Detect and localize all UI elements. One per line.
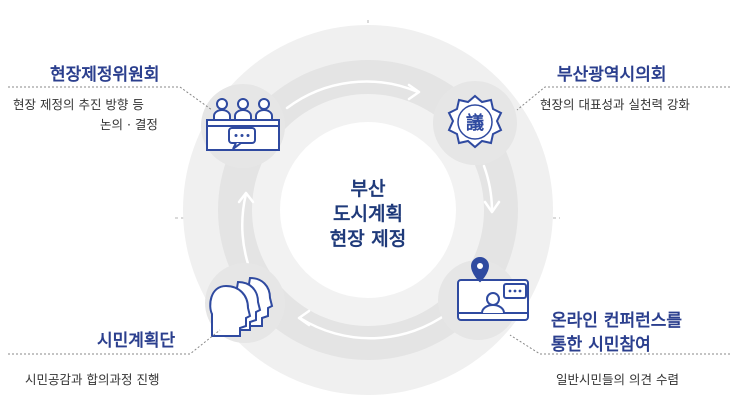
node-desc-city-council: 현장의 대표성과 실천력 강화 [540, 97, 690, 112]
arrowhead-right [483, 200, 501, 214]
node-title-citizens-group: 시민계획단 [97, 331, 176, 351]
center-line-3: 현장 제정 [329, 228, 407, 250]
node-title-committee: 현장제정위원회 [50, 65, 160, 85]
center-circle [280, 122, 456, 298]
council-emblem-icon [447, 94, 503, 149]
center-title: 부산 도시계획 현장 제정 [318, 177, 418, 252]
node-desc-online-conference: 일반시민들의 의견 수렴 [556, 372, 679, 387]
node-title-city-council: 부산광역시의회 [557, 65, 667, 85]
citizens-group-icon [209, 276, 274, 337]
node-desc-committee-1: 현장 제정의 추진 방향 등 [13, 97, 144, 112]
center-line-1: 부산 [350, 178, 386, 200]
node-title-online-conference-1: 온라인 컨퍼런스를 [551, 311, 683, 331]
node-desc-citizens-group: 시민공감과 합의과정 진행 [25, 372, 160, 387]
arrowhead-bottom [297, 309, 311, 327]
speech-dots [234, 134, 250, 137]
cycle-arrowheads [237, 83, 501, 327]
node-desc-committee-2: 논의 · 결정 [100, 117, 158, 132]
center-line-2: 도시계획 [333, 203, 403, 225]
emblem-character: 議 [466, 112, 484, 134]
arrowhead-top [407, 83, 421, 101]
node-title-online-conference-2: 통한 시민참여 [551, 335, 651, 355]
arrowhead-left [237, 191, 255, 204]
chat-dots [508, 289, 522, 293]
cycle-arrows [241, 80, 494, 340]
committee-meeting-icon [206, 98, 280, 151]
leader-lines [8, 86, 730, 355]
